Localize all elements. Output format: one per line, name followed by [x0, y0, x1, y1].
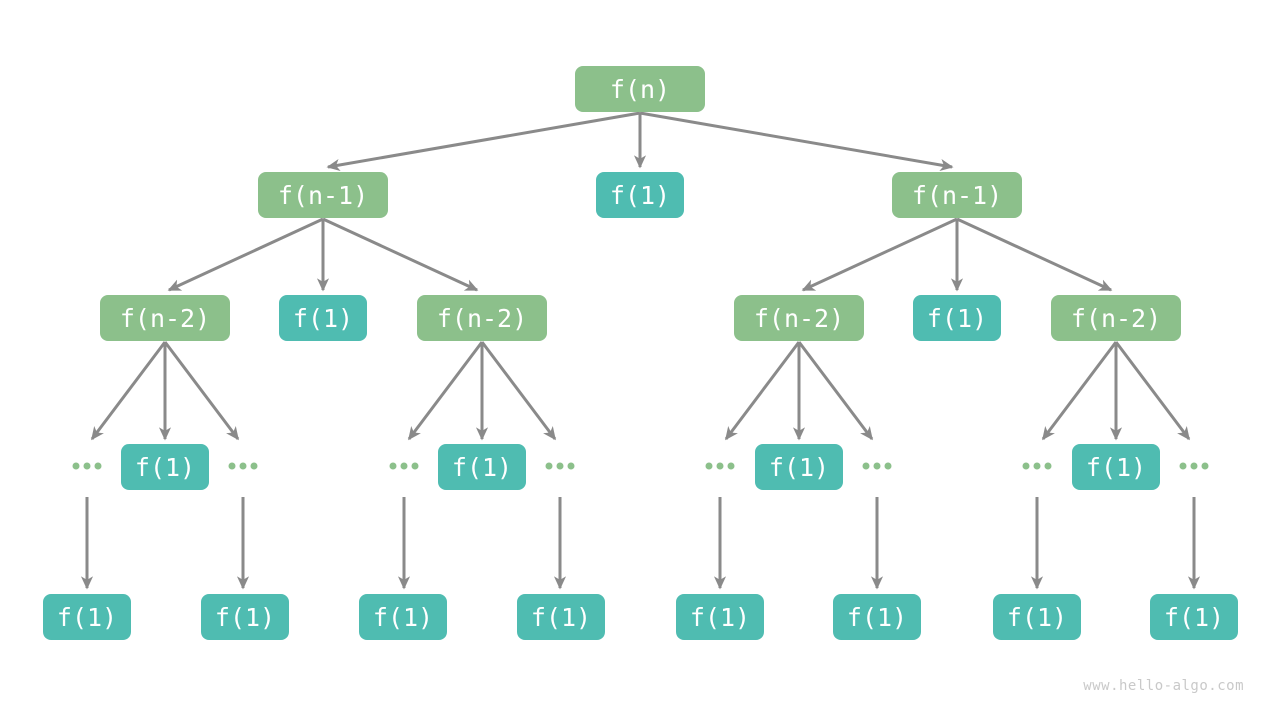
ellipsis-dot — [884, 462, 892, 470]
tree-node: f(1) — [833, 594, 921, 640]
tree-edge — [167, 217, 324, 292]
tree-node: f(n-2) — [734, 295, 864, 341]
ellipsis-dot — [239, 462, 247, 470]
tree-node: f(1) — [43, 594, 131, 640]
tree-node: f(1) — [1150, 594, 1238, 640]
ellipsis-dot — [250, 462, 258, 470]
tree-node: f(n-1) — [258, 172, 388, 218]
ellipsis-dot — [545, 462, 553, 470]
tree-edge — [90, 341, 167, 441]
tree-edge — [407, 341, 484, 441]
tree-node: f(1) — [913, 295, 1001, 341]
tree-node: f(n-1) — [892, 172, 1022, 218]
tree-edge — [163, 341, 240, 441]
tree-edges — [80, 111, 1201, 590]
ellipsis-dot — [1201, 462, 1209, 470]
tree-edge — [322, 217, 479, 292]
ellipsis-dot — [389, 462, 397, 470]
ellipsis-dot — [83, 462, 91, 470]
tree-edge — [956, 217, 1113, 292]
ellipsis-dot — [94, 462, 102, 470]
tree-edge — [639, 111, 954, 171]
ellipsis-dot — [716, 462, 724, 470]
tree-node: f(1) — [517, 594, 605, 640]
tree-edge — [1041, 341, 1118, 441]
tree-edge — [797, 341, 874, 441]
ellipsis-dot — [228, 462, 236, 470]
tree-node: f(1) — [279, 295, 367, 341]
ellipsis-dot — [411, 462, 419, 470]
tree-node: f(1) — [359, 594, 447, 640]
tree-edge — [326, 111, 641, 171]
ellipsis-dot — [1022, 462, 1030, 470]
tree-edge — [1114, 341, 1191, 441]
ellipsis-dot — [556, 462, 564, 470]
tree-node: f(1) — [1072, 444, 1160, 490]
tree-node: f(n) — [575, 66, 705, 112]
watermark: www.hello-algo.com — [1083, 678, 1244, 694]
ellipsis-dot — [862, 462, 870, 470]
ellipsis-dot — [705, 462, 713, 470]
ellipsis-dot — [1033, 462, 1041, 470]
tree-node: f(1) — [201, 594, 289, 640]
tree-edge — [724, 341, 801, 441]
tree-node: f(n-2) — [417, 295, 547, 341]
ellipsis-dot — [567, 462, 575, 470]
tree-node: f(1) — [676, 594, 764, 640]
ellipsis-dot — [1179, 462, 1187, 470]
tree-edge — [801, 217, 958, 292]
tree-node: f(1) — [596, 172, 684, 218]
tree-node: f(n-2) — [1051, 295, 1181, 341]
tree-node: f(1) — [121, 444, 209, 490]
tree-node: f(1) — [755, 444, 843, 490]
tree-node: f(1) — [438, 444, 526, 490]
ellipsis-dot — [72, 462, 80, 470]
ellipsis-dot — [1044, 462, 1052, 470]
ellipsis-dot — [873, 462, 881, 470]
ellipsis-dot — [400, 462, 408, 470]
tree-node: f(1) — [993, 594, 1081, 640]
ellipsis-dot — [727, 462, 735, 470]
ellipsis-dot — [1190, 462, 1198, 470]
tree-edge — [480, 341, 557, 441]
ellipsis-dots — [72, 462, 1209, 470]
tree-node: f(n-2) — [100, 295, 230, 341]
